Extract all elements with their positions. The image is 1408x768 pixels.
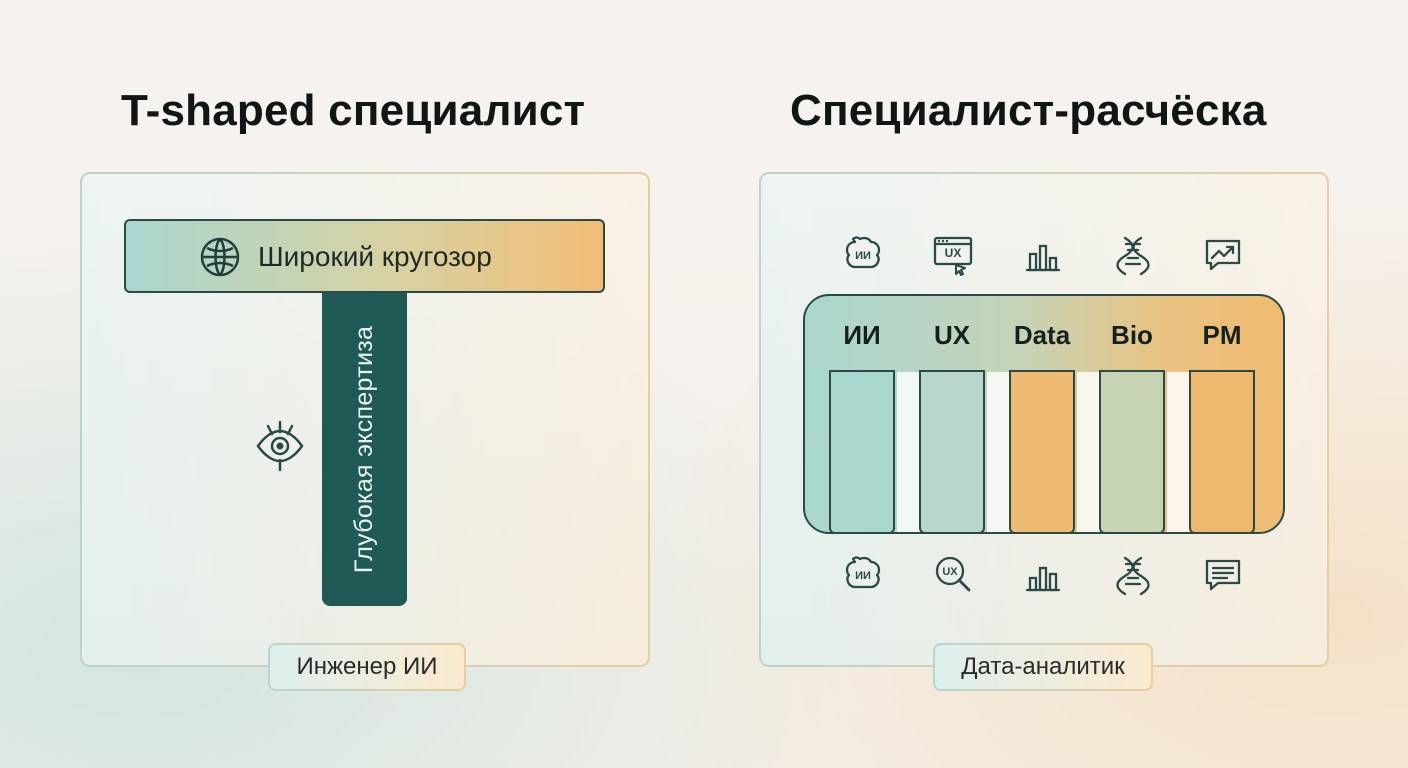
comb-label-5: PM [1202,320,1242,350]
comb-tooth-3 [1009,370,1075,534]
ux-search-icon-text: UX [942,566,958,578]
comb-label-1: ИИ [843,320,881,350]
t-stem-label-wrap: Глубокая экспертиза [322,293,407,606]
trend-chat-icon [1205,239,1241,271]
dna-icon [1116,236,1150,276]
brain-ai-icon-bottom: ИИ [845,556,881,589]
comb-label-3: Data [1013,320,1071,350]
comb-tooth-2 [919,370,985,534]
comb-tooth-5 [1189,370,1255,534]
title-t-shaped: T-shaped специалист [121,86,586,135]
ux-browser-icon-text: UX [945,246,962,260]
comb-gap-2 [987,372,1011,532]
ux-search-icon: UX [935,556,971,592]
brain-ai-icon-bottom-text: ИИ [855,570,871,582]
t-top-bar: Широкий кругозор [124,219,605,293]
comb-label-2: UX [933,320,971,350]
title-comb-shaped: Специалист-расчёска [790,86,1267,135]
comb-gap-1 [897,372,921,532]
comb-gap-3 [1077,372,1101,532]
footer-label-left: Инженер ИИ [296,653,438,680]
ux-browser-icon: UX [933,236,973,276]
t-stem-bar: Глубокая экспертиза [322,293,407,606]
comb-gap-4 [1167,372,1191,532]
bar-chart-icon-bottom [1025,566,1061,592]
footer-tag-left: Инженер ИИ [268,643,466,691]
comb-tooth-4 [1099,370,1165,534]
brain-ai-icon-text: ИИ [855,250,871,262]
footer-label-right: Дата-аналитик [961,653,1125,680]
t-stem-label: Глубокая экспертиза [350,325,379,574]
comb-label-4: Bio [1111,320,1153,350]
eye-icon [256,420,304,472]
chat-lines-icon [1205,559,1241,591]
brain-ai-icon: ИИ [845,236,881,269]
t-top-label: Широкий кругозор [258,241,492,272]
dna-icon-bottom [1116,556,1150,596]
comb-tooth-1 [829,370,895,534]
bar-chart-icon [1025,244,1061,272]
globe-icon [200,237,240,277]
footer-tag-right: Дата-аналитик [933,643,1153,691]
